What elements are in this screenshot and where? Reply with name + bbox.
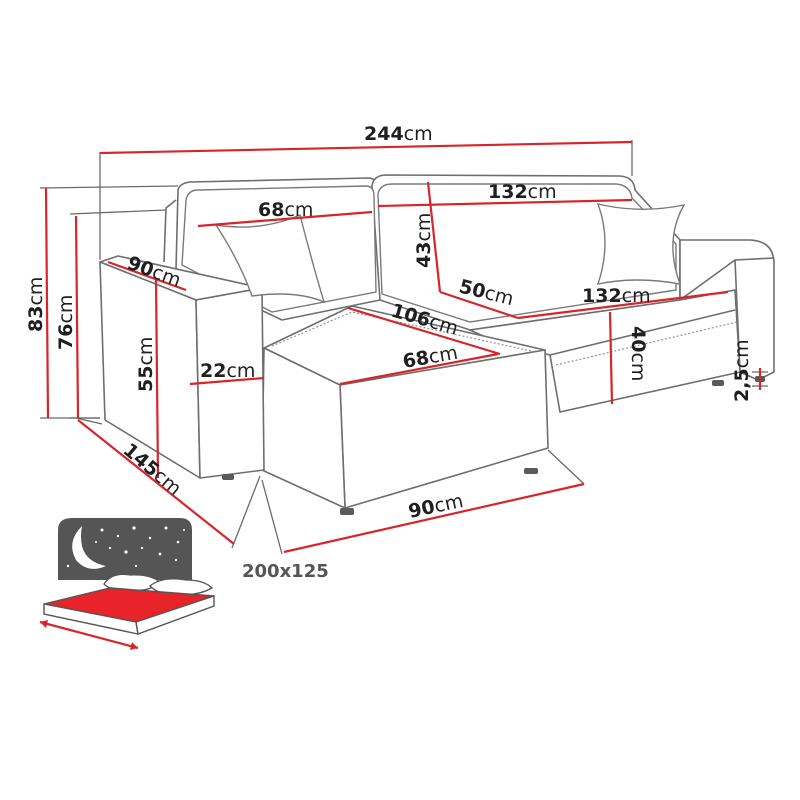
- label-backrest-height: 43cm: [413, 213, 435, 268]
- dim-line-chaise-armrest-depth: [107, 260, 187, 292]
- label-leg-height: 2,5cm: [731, 339, 753, 402]
- dim-line-backrest-left: [197, 210, 373, 228]
- dimension-lines: [39, 140, 768, 555]
- label-total-height: 83cm: [25, 277, 47, 332]
- dim-line-backrest-height: [426, 181, 442, 293]
- label-armrest-width: 22cm: [200, 360, 255, 382]
- night-sleep-icon: [39, 518, 215, 650]
- foot: [222, 474, 234, 480]
- label-total-width: 244cm: [364, 123, 433, 145]
- foot: [712, 380, 724, 386]
- label-armrest-height: 76cm: [55, 295, 77, 350]
- dim-line-armrest-width: [189, 376, 265, 386]
- dim-line-seat-height-right: [608, 311, 614, 405]
- dim-line-seat-right: [517, 290, 729, 320]
- dim-line-bed: [39, 620, 139, 650]
- dim-line-backrest-right: [377, 198, 633, 208]
- label-chaise-seat-width: 68cm: [401, 342, 459, 373]
- dim-line-seat-depth: [439, 290, 519, 320]
- label-seat-depth: 50cm: [457, 276, 516, 311]
- dim-line-seat-height-left: [154, 279, 160, 479]
- bed-size-label: 200x125: [242, 561, 329, 582]
- label-seat-height-right: 40cm: [627, 326, 649, 381]
- moon-icon: [72, 526, 106, 569]
- dim-line-chaise-seat-width: [339, 352, 499, 386]
- left-armrest-side: [195, 287, 265, 479]
- foot: [340, 508, 354, 515]
- label-backrest-right: 132cm: [488, 181, 557, 203]
- label-seat-height-left: 55cm: [135, 337, 157, 392]
- dim-line-chaise-front: [283, 482, 585, 554]
- foot: [524, 468, 538, 474]
- throw-pillow-right: [596, 203, 686, 285]
- dim-line-side-depth: [77, 419, 235, 545]
- dim-line-chaise-length: [347, 306, 501, 356]
- label-chaise-front: 90cm: [406, 490, 465, 523]
- stars-icon: [66, 526, 185, 568]
- throw-pillow-left: [214, 214, 326, 304]
- sofa-drawing: [99, 174, 775, 515]
- dim-line-total-height: [44, 187, 50, 419]
- label-seat-right: 132cm: [582, 285, 651, 307]
- dim-line-armrest-height: [74, 215, 80, 419]
- dim-line-total-width: [99, 140, 633, 155]
- label-backrest-left: 68cm: [258, 199, 313, 221]
